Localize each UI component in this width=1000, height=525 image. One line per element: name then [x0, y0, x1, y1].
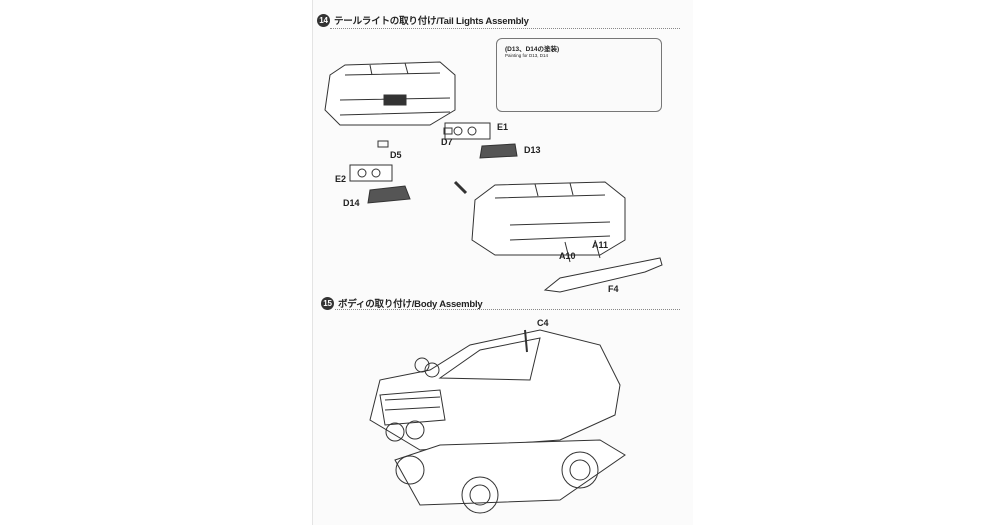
car-body-illustration: [369, 329, 621, 451]
step-14-header: 14 テールライトの取り付け/Tail Lights Assembly: [317, 13, 529, 27]
part-label: E1: [497, 122, 509, 132]
painting-title: (D13、D14の塗装): [505, 46, 560, 53]
painting-subtitle: Painting for D13, D14: [505, 53, 549, 58]
arrow-icon: [453, 180, 468, 195]
step-number: 14: [317, 13, 330, 27]
divider: [330, 28, 680, 29]
part-label: C4: [537, 318, 549, 328]
part-label: F4: [608, 284, 619, 294]
tail-light-parts: [349, 122, 518, 204]
part-label: D13: [524, 145, 541, 155]
part-label: A10: [559, 251, 576, 261]
step-title: ボディの取り付け/Body Assembly: [338, 299, 483, 310]
chassis-illustration: [394, 439, 626, 514]
car-rear-assembled: [471, 181, 663, 293]
step-15-header: 15 ボディの取り付け/Body Assembly: [321, 296, 483, 310]
part-label: D5: [390, 150, 402, 160]
part-label: E2: [335, 174, 347, 184]
painting-guide: (D13、D14の塗装) Painting for D13, D14: [496, 38, 662, 112]
step-title: テールライトの取り付け/Tail Lights Assembly: [334, 16, 529, 27]
part-label: D7: [441, 137, 453, 147]
part-label: D14: [343, 198, 360, 208]
car-rear-illustration: [324, 61, 456, 126]
part-label: A11: [592, 240, 609, 250]
step-number: 15: [321, 296, 334, 310]
divider: [335, 309, 680, 310]
